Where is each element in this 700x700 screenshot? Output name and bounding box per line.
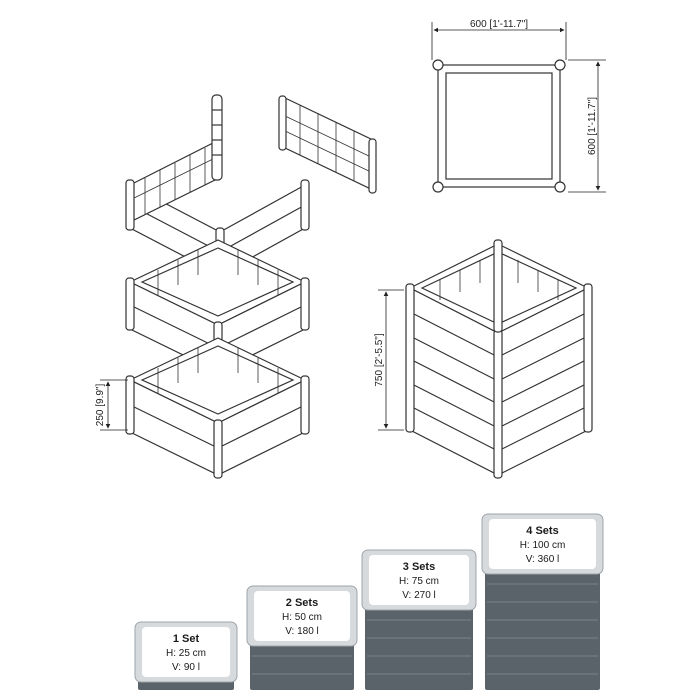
exploded-assembly-view — [125, 94, 377, 479]
set-title: 2 Sets — [286, 597, 318, 609]
set-height: H: 100 cm — [520, 540, 566, 551]
detached-side-panel — [278, 95, 377, 194]
set-box-4: 4 Sets H: 100 cm V: 360 l — [481, 513, 604, 690]
set-height: H: 25 cm — [166, 648, 206, 659]
set-height-dimension — [100, 379, 128, 431]
middle-tier — [125, 239, 310, 375]
set-title: 1 Set — [173, 633, 200, 645]
set-volume: V: 180 l — [285, 626, 319, 637]
set-title: 3 Sets — [403, 561, 435, 573]
upper-tier-open-assembly — [125, 94, 377, 279]
bottom-tier — [125, 337, 310, 479]
set-volume: V: 270 l — [402, 590, 436, 601]
top-depth-dimension — [568, 59, 606, 193]
set-box-2: 2 Sets H: 50 cm V: 180 l — [246, 585, 358, 690]
top-width-dimension — [431, 22, 567, 60]
full-height-label: 750 [2'-5.5"] — [374, 333, 385, 386]
set-height: H: 50 cm — [282, 612, 322, 623]
assembled-planter-three-sets — [405, 239, 593, 479]
top-depth-label: 600 [1'-11.7"] — [587, 97, 598, 155]
set-box-3: 3 Sets H: 75 cm V: 270 l — [361, 549, 477, 690]
size-options: 1 Set H: 25 cm V: 90 l 2 Sets H: 50 cm V: 180… — [134, 513, 604, 690]
detached-connector-strip — [211, 94, 223, 181]
set-title: 4 Sets — [526, 525, 558, 537]
set-height-label: 250 [9.9"] — [95, 384, 106, 427]
top-view — [432, 59, 566, 193]
full-height-dimension — [378, 289, 404, 431]
top-width-label: 600 [1'-11.7"] — [470, 19, 528, 30]
set-box-label-panel — [254, 591, 350, 641]
set-box-label-panel — [142, 627, 230, 677]
set-box-label-panel — [369, 555, 469, 605]
set-box-label-panel — [489, 519, 596, 569]
set-box-1: 1 Set H: 25 cm V: 90 l — [134, 621, 238, 690]
set-height: H: 75 cm — [399, 576, 439, 587]
set-volume: V: 360 l — [526, 554, 560, 565]
set-volume: V: 90 l — [172, 662, 200, 673]
